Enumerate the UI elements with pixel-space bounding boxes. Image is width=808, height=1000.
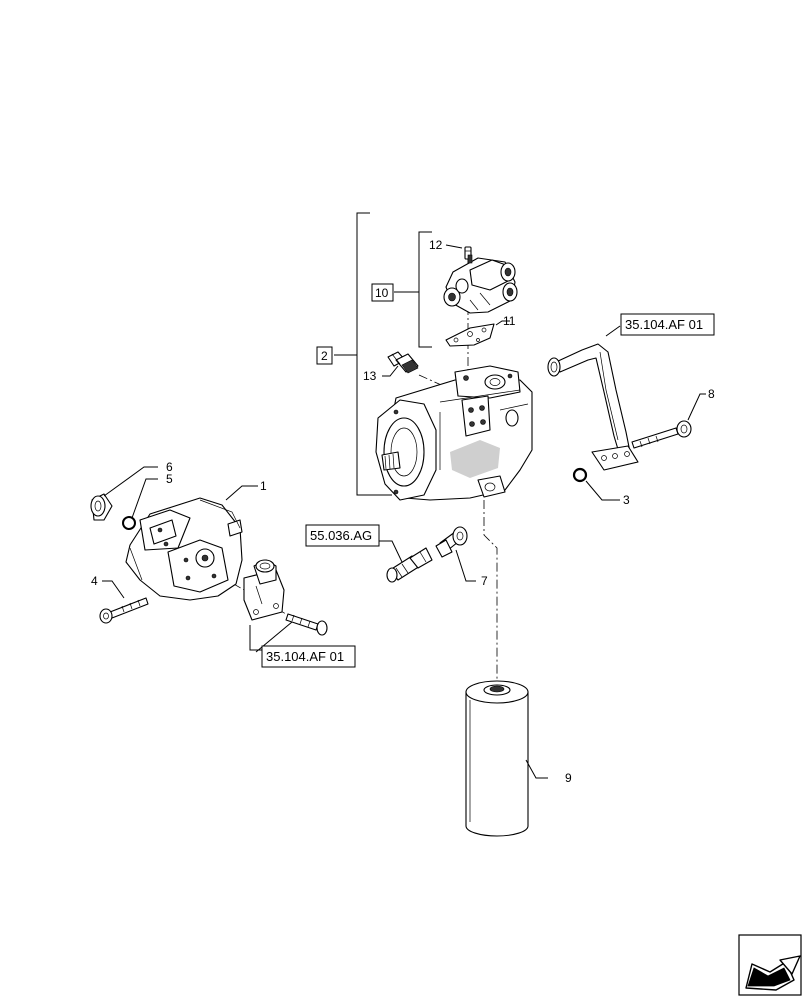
part-6-plug[interactable] [90, 493, 113, 521]
reference-label-middle: 55.036.AG [310, 528, 372, 543]
part-3-o-ring[interactable] [572, 467, 588, 483]
part-4-cap-screw[interactable] [99, 597, 149, 624]
assembly-bracket-10 [394, 231, 432, 348]
part-9-filter[interactable] [465, 680, 529, 837]
flange-block[interactable] [243, 559, 285, 621]
part-13-pressure-sensor[interactable] [387, 351, 419, 374]
assembly-bracket-2 [334, 212, 392, 496]
callout-labels: 1 3 4 5 6 7 8 9 11 12 13 [91, 238, 715, 785]
part-7-fitting[interactable] [435, 526, 468, 558]
reference-box-middle[interactable]: 55.036.AG [305, 524, 380, 547]
next-page-arrow-icon[interactable] [738, 934, 802, 996]
sensor-fitting-55-036-ag[interactable] [386, 547, 433, 583]
callout-1[interactable]: 1 [260, 479, 267, 493]
reference-box-top-right[interactable]: 35.104.AF 01 [620, 313, 715, 336]
callout-4[interactable]: 4 [91, 574, 98, 588]
callout-8[interactable]: 8 [708, 387, 715, 401]
part-1-gear-pump[interactable] [125, 497, 243, 601]
callout-5[interactable]: 5 [166, 472, 173, 486]
part-8-bolt[interactable] [631, 420, 692, 449]
callout-10: 10 [375, 286, 389, 300]
boxed-callout-2[interactable]: 2 [316, 346, 333, 365]
pressure-pipe[interactable] [547, 343, 639, 471]
reference-label-top-right: 35.104.AF 01 [625, 317, 703, 332]
part-5-washer[interactable] [122, 516, 136, 530]
reference-label-bottom-left: 35.104.AF 01 [266, 649, 344, 664]
part-10-control-valve[interactable] [443, 254, 518, 314]
callout-6[interactable]: 6 [166, 460, 173, 474]
leader-lines [102, 244, 706, 779]
callout-12[interactable]: 12 [429, 238, 443, 252]
callout-7[interactable]: 7 [481, 574, 488, 588]
part-11-gasket[interactable] [445, 323, 495, 347]
callout-3[interactable]: 3 [623, 493, 630, 507]
flange-bolt[interactable] [285, 613, 328, 636]
callout-13[interactable]: 13 [363, 369, 377, 383]
boxed-callout-10[interactable]: 10 [371, 283, 394, 302]
reference-box-bottom-left[interactable]: 35.104.AF 01 [261, 645, 356, 668]
part-2-hydraulic-pump[interactable] [375, 365, 533, 501]
callout-2: 2 [321, 349, 328, 363]
callout-11[interactable]: 11 [503, 314, 516, 328]
callout-9[interactable]: 9 [565, 771, 572, 785]
